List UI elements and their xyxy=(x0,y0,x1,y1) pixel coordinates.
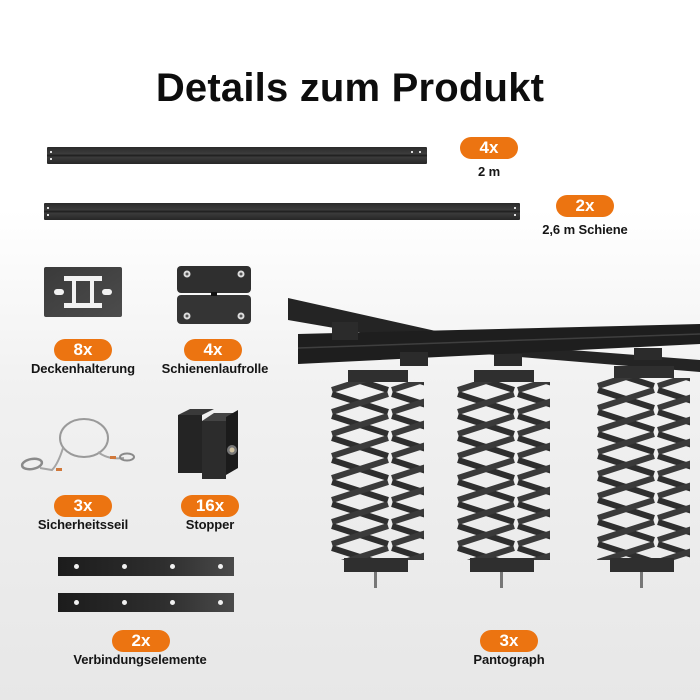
rail-2m-image xyxy=(47,147,427,164)
qty-badge-ceiling-mount: 8x xyxy=(54,339,112,361)
label-rail-2m: 2 m xyxy=(477,164,501,179)
connector-plate-icon xyxy=(58,557,234,576)
qty-badge-connector: 2x xyxy=(112,630,170,652)
rail-trolley-icon xyxy=(177,266,251,324)
label-rail-2-6m: 2,6 m Schiene xyxy=(542,222,628,237)
label-stopper: Stopper xyxy=(185,517,235,532)
connector-plate-icon xyxy=(58,593,234,612)
pantograph-icon xyxy=(288,298,700,588)
qty-badge-pantograph: 3x xyxy=(480,630,538,652)
qty-badge-rail-2m: 4x xyxy=(460,137,518,159)
label-rail-trolley: Schienenlaufrolle xyxy=(161,361,269,376)
rail-2-6m-image xyxy=(44,203,520,220)
label-connector: Verbindungselemente xyxy=(73,652,207,667)
page-title: Details zum Produkt xyxy=(155,66,545,110)
label-pantograph: Pantograph xyxy=(473,652,545,667)
label-safety-cable: Sicherheitsseil xyxy=(37,517,129,532)
qty-badge-safety-cable: 3x xyxy=(54,495,112,517)
ceiling-mount-plate-icon xyxy=(44,267,122,317)
qty-badge-stopper: 16x xyxy=(181,495,239,517)
label-ceiling-mount: Deckenhalterung xyxy=(31,361,135,376)
safety-cable-icon xyxy=(20,418,135,472)
qty-badge-rail-trolley: 4x xyxy=(184,339,242,361)
stopper-block-icon xyxy=(178,409,238,479)
qty-badge-rail-2-6m: 2x xyxy=(556,195,614,217)
